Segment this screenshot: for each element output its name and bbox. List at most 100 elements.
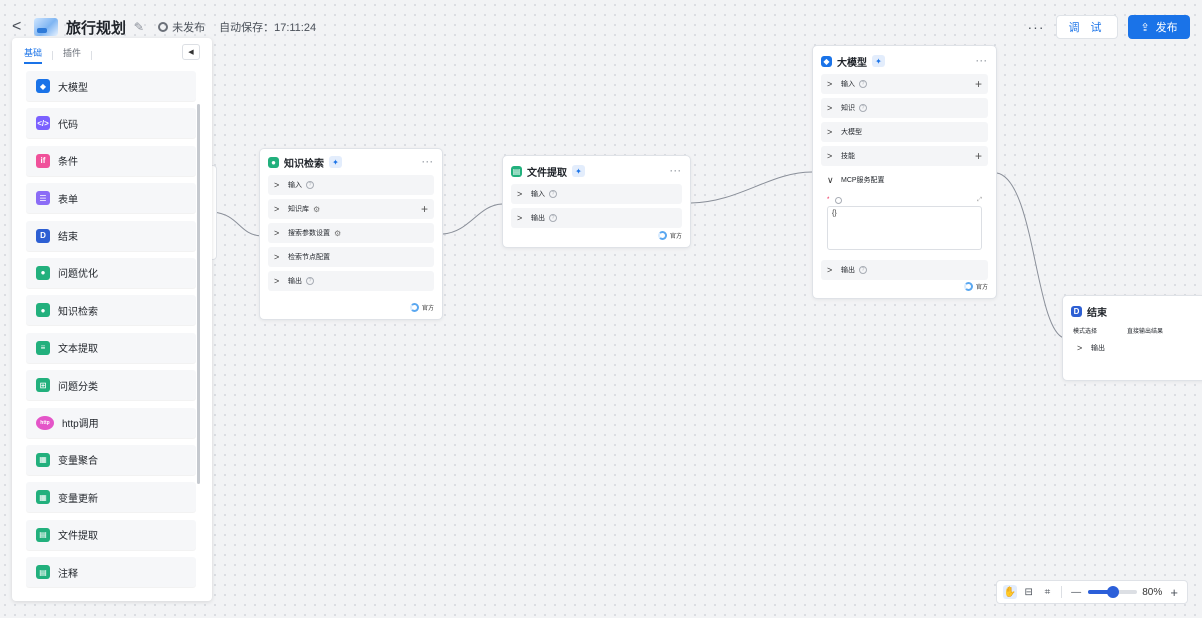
edit-title-icon[interactable]: ✎ [134, 20, 145, 34]
toolbar-divider [1061, 586, 1063, 598]
mode-select-field[interactable]: 模式选择 直接输出结果 [1063, 324, 1202, 336]
help-icon[interactable]: ? [306, 181, 314, 189]
zoom-in-button[interactable]: + [1170, 584, 1178, 600]
file-extract-icon: ▤ [36, 527, 50, 542]
code-icon: </> [36, 116, 50, 131]
node-row[interactable]: >输出? [511, 208, 682, 228]
help-icon[interactable]: ? [859, 104, 867, 112]
gear-icon[interactable]: ⚙ [313, 204, 321, 214]
node-more-icon[interactable]: ··· [670, 166, 682, 176]
add-icon[interactable]: + [974, 77, 982, 91]
official-badge: 官方 [657, 231, 682, 240]
chevron-right-icon: > [827, 151, 833, 161]
node-row[interactable]: >知识库⚙+ [268, 199, 434, 219]
node-more-icon[interactable]: ··· [976, 56, 988, 66]
node-llm[interactable]: ◆ 大模型 ✦ ··· >输入?+>知识?>大模型>技能+ ∨ MCP服务配置 … [812, 45, 997, 299]
mcp-config-editor: * ⤢ {} [821, 194, 988, 250]
collapse-sidebar-button[interactable]: ◀ [182, 44, 200, 60]
help-icon[interactable]: ? [859, 266, 867, 274]
node-more-icon[interactable]: ··· [422, 157, 434, 167]
node-header: ◆ 大模型 ✦ ··· [813, 48, 996, 74]
edge-file-to-llm [690, 171, 813, 204]
palette-item[interactable]: ▤ 文件提取 [26, 519, 196, 550]
back-button[interactable]: < [12, 18, 22, 35]
palette-item[interactable]: ☰表单 [26, 183, 196, 214]
palette-item-label: 文本提取 [58, 344, 98, 356]
zoom-out-button[interactable]: — [1071, 586, 1082, 598]
palette-item-label: 变量聚合 [58, 456, 98, 468]
gear-icon[interactable]: ⚙ [334, 228, 342, 238]
palette-item[interactable]: ▦ 变量聚合 [26, 444, 196, 475]
node-row[interactable]: >输入? [511, 184, 682, 204]
layout-icon[interactable]: ⊟ [1024, 586, 1033, 598]
mcp-field-label: * ⤢ [827, 194, 982, 206]
knowledge-icon: ● [36, 303, 50, 318]
node-knowledge-search[interactable]: ● 知识检索 ✦ ··· >输入?>知识库⚙+>搜索参数设置⚙>检索节点配置>输… [259, 148, 443, 320]
form-icon: ☰ [36, 191, 50, 206]
palette-item[interactable]: ●问题优化 [26, 257, 196, 288]
palette-item-label: 变量更新 [58, 493, 98, 505]
add-icon[interactable]: + [420, 202, 428, 216]
row-label: 技能 [841, 153, 855, 160]
autosave-time: 自动保存：17:11:24 [219, 22, 317, 34]
node-row[interactable]: >输出? [268, 271, 434, 291]
node-row[interactable]: >知识? [821, 98, 988, 118]
publish-status-label: 未发布 [172, 22, 206, 34]
mcp-config-row[interactable]: ∨ MCP服务配置 [821, 170, 988, 190]
node-row-output[interactable]: > 输出 ? [821, 260, 988, 280]
cube-icon: ◆ [36, 79, 50, 93]
node-row[interactable]: >输入?+ [821, 74, 988, 94]
node-file-extract[interactable]: ▤ 文件提取 ✦ ··· >输入?>输出? 官方 [502, 155, 691, 248]
status-icon [158, 22, 169, 32]
pin-icon[interactable]: ✦ [572, 165, 585, 177]
node-end[interactable]: D 结束 模式选择 直接输出结果 > 输出 [1062, 295, 1202, 381]
palette-item[interactable]: ●知识检索 [26, 295, 196, 326]
palette-item[interactable]: ▦变量更新 [26, 482, 196, 513]
zoom-slider-knob[interactable] [1106, 586, 1119, 598]
help-icon[interactable]: ? [859, 80, 867, 88]
node-row[interactable]: >搜索参数设置⚙ [268, 223, 434, 243]
palette-item[interactable]: ⊞问题分类 [26, 370, 196, 401]
http-icon: http [36, 415, 54, 430]
pin-icon[interactable]: ✦ [872, 55, 885, 67]
palette-item[interactable]: ◆大模型 [26, 71, 196, 101]
help-icon[interactable] [835, 196, 843, 204]
node-row-output[interactable]: > 输出 [1071, 338, 1202, 358]
node-row[interactable]: > 技能 + [821, 146, 988, 166]
node-row[interactable]: >大模型 [821, 122, 988, 142]
tab-basic[interactable]: 基础 [24, 46, 43, 64]
palette-item[interactable]: ▤注释 [26, 557, 196, 588]
header-right: ··· 调 试 ⇪ 发布 [1026, 15, 1190, 39]
official-badge: 官方 [409, 303, 434, 312]
more-menu-icon[interactable]: ··· [1027, 19, 1045, 35]
debug-button[interactable]: 调 试 [1056, 15, 1118, 39]
node-row[interactable]: >输入? [268, 175, 434, 195]
help-icon[interactable]: ? [549, 214, 557, 222]
publish-button[interactable]: ⇪ 发布 [1128, 15, 1190, 39]
node-row[interactable]: >检索节点配置 [268, 247, 434, 267]
row-label: 输出 [1091, 345, 1105, 352]
pin-icon[interactable]: ✦ [329, 156, 342, 168]
palette-scrollbar[interactable] [197, 104, 200, 484]
var-merge-icon: ▦ [36, 452, 50, 467]
official-icon [963, 282, 973, 291]
palette-item[interactable]: ≡文本提取 [26, 332, 196, 363]
help-icon[interactable]: ? [306, 277, 314, 285]
tab-plugins[interactable]: 插件 [63, 48, 82, 58]
hand-tool-icon[interactable]: ✋ [1003, 585, 1017, 599]
chevron-right-icon: > [827, 103, 833, 113]
palette-item[interactable]: </>代码 [26, 108, 196, 139]
end-icon: D [36, 228, 50, 243]
expand-icon[interactable]: ⤢ [977, 196, 982, 203]
zoom-slider[interactable] [1088, 586, 1138, 598]
help-icon[interactable]: ? [549, 190, 557, 198]
palette-item-label: 文件提取 [58, 531, 98, 543]
add-icon[interactable]: + [974, 149, 982, 163]
node-rows: >输入? >输出? [503, 184, 690, 228]
required-mark: * [827, 197, 830, 203]
fit-view-icon[interactable]: ⌗ [1044, 586, 1051, 598]
mcp-config-input[interactable]: {} [827, 206, 982, 250]
